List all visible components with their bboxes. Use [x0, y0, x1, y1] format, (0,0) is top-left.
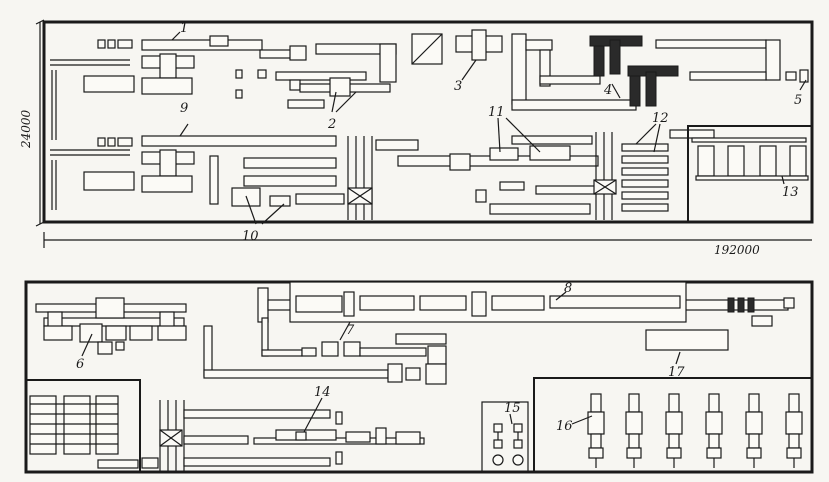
- machine-group-6: [35, 297, 187, 355]
- machine-group-14: [183, 409, 425, 467]
- unit-16-1: [587, 393, 605, 468]
- machine-group-3: [411, 29, 503, 65]
- machine-group-9: [83, 135, 337, 205]
- machine-group-2: [259, 43, 397, 109]
- upper-plan: [35, 19, 814, 248]
- machine-group-7: [203, 317, 447, 385]
- callout-14: 14: [314, 385, 331, 400]
- area-17: [645, 329, 729, 351]
- callout-8: 8: [564, 281, 572, 296]
- dimension-height-label: 24000: [19, 109, 33, 149]
- unit-16-5: [745, 393, 763, 468]
- machine-group-8: [257, 281, 795, 327]
- lower-crossing: [159, 400, 185, 472]
- machine-group-5: [785, 69, 809, 83]
- callout-7: 7: [346, 323, 355, 338]
- callout-17: 17: [668, 365, 685, 380]
- callout-4: 4: [603, 83, 612, 98]
- upper-building-outline: [42, 20, 814, 224]
- callout-11: 11: [488, 105, 505, 120]
- callout-5: 5: [794, 93, 802, 108]
- machine-group-1: [83, 35, 267, 99]
- callout-15: 15: [504, 401, 521, 416]
- callout-9: 9: [180, 101, 188, 116]
- machine-group-12: [593, 129, 715, 220]
- callout-12: 12: [652, 111, 669, 126]
- dimension-width-label: 192000: [714, 243, 760, 257]
- machine-group-11: [397, 135, 599, 215]
- callout-6: 6: [76, 357, 84, 372]
- lower-plan: [24, 280, 814, 474]
- left-storage: [26, 379, 159, 472]
- callout-1: 1: [180, 21, 188, 36]
- leader-lines: [81, 31, 807, 433]
- dimension-lines: [35, 19, 812, 248]
- unit-16-6: [785, 393, 803, 468]
- unit-16-2: [625, 393, 643, 468]
- units-16: [587, 393, 803, 468]
- upper-left-rails: [50, 59, 130, 210]
- callout-2: 2: [327, 117, 336, 132]
- middle-crossing: [347, 136, 373, 220]
- callout-3: 3: [454, 79, 462, 94]
- callout-13: 13: [782, 185, 799, 200]
- unit-16-3: [665, 393, 683, 468]
- unit-16-4: [705, 393, 723, 468]
- callout-10: 10: [242, 229, 259, 244]
- area-16: [533, 377, 812, 472]
- machine-group-4: [511, 33, 781, 111]
- area-13: [687, 125, 812, 222]
- callout-16: 16: [556, 419, 573, 434]
- callout-labels: 1 2 3 4 5 6 7 8 9 10 11 12 13 14 15 16 1…: [76, 21, 802, 434]
- machine-group-15: [481, 401, 529, 473]
- machine-group-10: [231, 139, 419, 207]
